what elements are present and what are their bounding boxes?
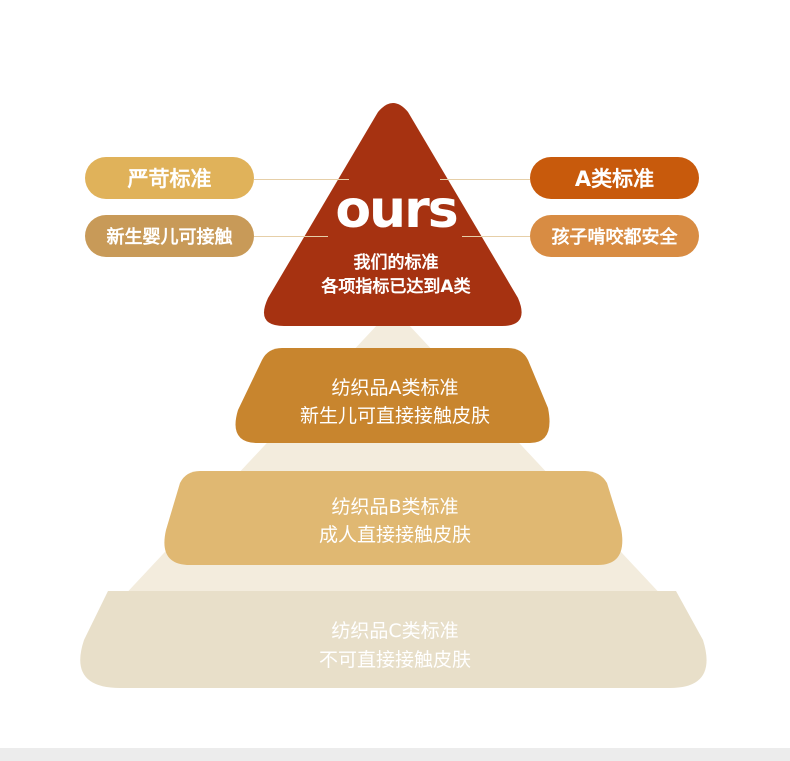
label-bite-safe: 孩子啃咬都安全 [530, 215, 699, 257]
tier-c-line2: 不可直接接触皮肤 [318, 649, 471, 671]
top-tier-line1: 我们的标准 [353, 253, 439, 273]
label-class-a: A类标准 [530, 157, 699, 199]
tier-top-shape [263, 103, 522, 326]
connector-line [254, 236, 328, 237]
label-newborn-safe: 新生婴儿可接触 [85, 215, 254, 257]
tier-a-line2: 新生儿可直接接触皮肤 [299, 405, 490, 427]
brand-logo: ours [335, 180, 458, 240]
footer-band [0, 748, 790, 761]
label-strict-standard: 严苛标准 [85, 157, 254, 199]
top-tier-line2: 各项指标已达到A类 [321, 277, 471, 297]
tier-c-shape [80, 591, 707, 688]
tier-a-shape [235, 348, 550, 443]
connector-line [440, 179, 530, 180]
tier-a-line1: 纺织品A类标准 [331, 377, 459, 399]
connector-line [462, 236, 530, 237]
tier-b-line1: 纺织品B类标准 [331, 496, 459, 518]
connector-line [254, 179, 349, 180]
tier-b-line2: 成人直接接触皮肤 [318, 524, 471, 546]
tier-b-shape [164, 471, 623, 565]
tier-c-line1: 纺织品C类标准 [331, 620, 459, 642]
